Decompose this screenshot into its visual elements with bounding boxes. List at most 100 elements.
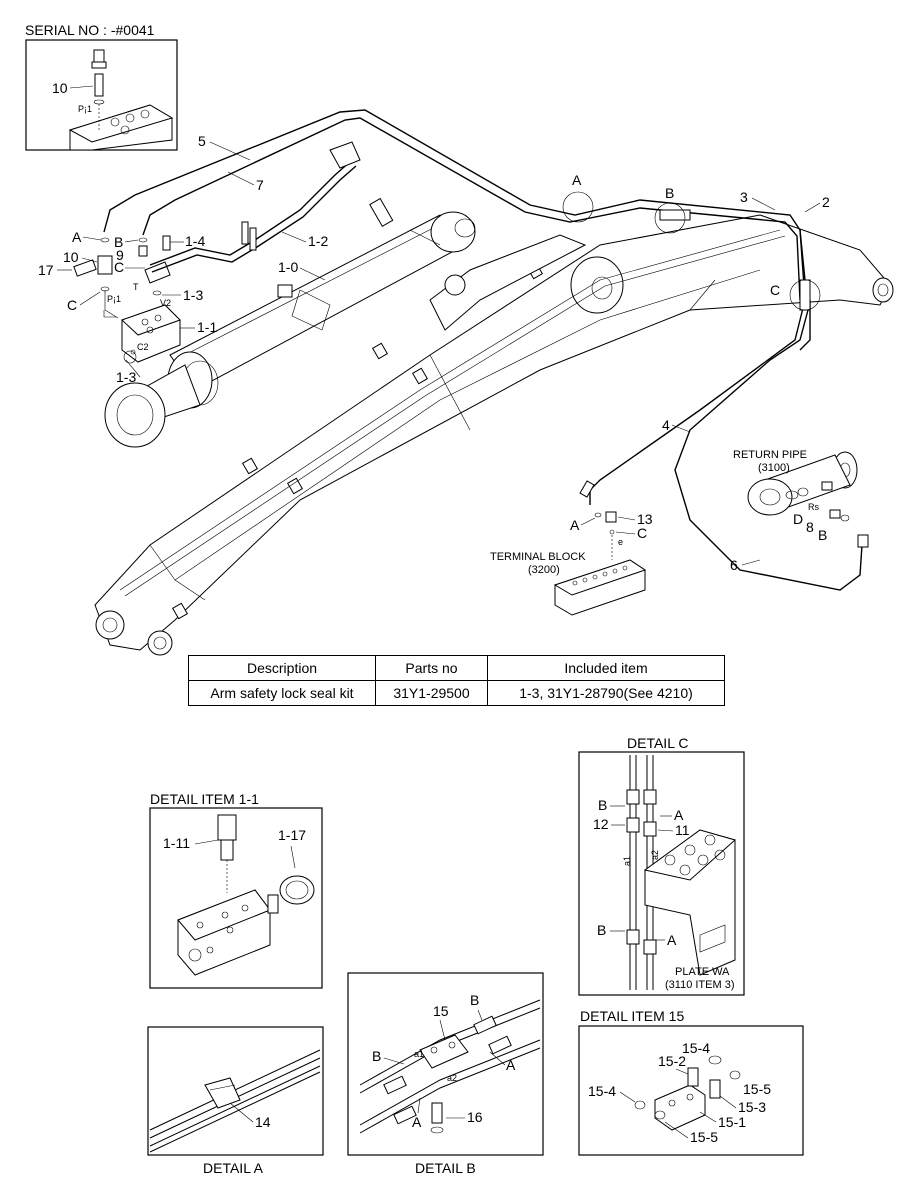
terminal-block-label: TERMINAL BLOCK xyxy=(490,551,586,563)
detail-15-label-15-5b: 15-5 xyxy=(690,1129,718,1145)
detail-c-label-A2: A xyxy=(667,932,677,948)
safety-valve-block xyxy=(73,235,181,364)
terminal-block xyxy=(553,511,647,616)
boom-cylinder xyxy=(104,197,476,448)
detail-b-label-A1: A xyxy=(506,1057,516,1073)
return-pipe-assembly xyxy=(747,451,869,548)
parts-table-header-row: Description Parts no Included item xyxy=(188,655,725,681)
detail-item-15-title: DETAIL ITEM 15 xyxy=(580,1008,684,1024)
detail-15-label-15-3: 15-3 xyxy=(738,1099,766,1115)
callout-circle-B xyxy=(654,202,686,234)
detail-15-label-15-5a: 15-5 xyxy=(743,1081,771,1097)
detail-b-label-15: 15 xyxy=(433,1003,449,1019)
return-pipe-label: RETURN PIPE xyxy=(733,449,807,461)
label-T: T xyxy=(133,282,139,292)
serial-number: SERIAL NO : -#0041 xyxy=(25,22,155,38)
callout-circle-C xyxy=(789,279,821,311)
cell-description: Arm safety lock seal kit xyxy=(188,680,376,706)
detail-c-label-12: 12 xyxy=(593,816,609,832)
parts-table: Description Parts no Included item Arm s… xyxy=(188,655,725,706)
detail-item-1-1-title: DETAIL ITEM 1-1 xyxy=(150,791,259,807)
detail-b: 15 B B a1 a2 A A 16 DETAIL B xyxy=(347,972,544,1176)
detail-c-label-a2: a2 xyxy=(650,850,660,860)
label-C-left2: C xyxy=(67,297,77,313)
detail-c-label-A1: A xyxy=(674,807,684,823)
label-2: 2 xyxy=(822,194,830,210)
table-row: Arm safety lock seal kit 31Y1-29500 1-3,… xyxy=(188,680,725,706)
label-13: 13 xyxy=(637,511,653,527)
label-C-tb: C xyxy=(637,525,647,541)
label-C2: C2 xyxy=(137,342,149,352)
detail-a-label: 14 xyxy=(255,1114,271,1130)
label-P1: P¡1 xyxy=(107,294,121,304)
label-A-tb: A xyxy=(570,517,580,533)
detail-b-label-16: 16 xyxy=(467,1109,483,1125)
label-7: 7 xyxy=(256,177,264,193)
detail-b-label-B2: B xyxy=(372,1048,381,1064)
label-1-3a: 1-3 xyxy=(183,287,203,303)
label-5: 5 xyxy=(198,133,206,149)
col-description: Description xyxy=(188,655,376,681)
label-3: 3 xyxy=(740,189,748,205)
detail-c-label-11: 11 xyxy=(675,822,690,838)
col-included-item: Included item xyxy=(487,655,725,681)
hydraulic-pipes xyxy=(103,109,863,591)
detail-15-label-15-2: 15-2 xyxy=(658,1053,686,1069)
label-circle-C: C xyxy=(770,282,780,298)
detail-a-title: DETAIL A xyxy=(203,1160,264,1176)
detail-b-label-a2: a2 xyxy=(447,1073,457,1083)
label-circle-A: A xyxy=(572,172,582,188)
detail-c-label-B2: B xyxy=(597,922,606,938)
detail-b-label-A2: A xyxy=(412,1114,422,1130)
label-e: e xyxy=(618,537,623,547)
boom-assembly xyxy=(94,214,894,656)
detail-c-title: DETAIL C xyxy=(627,735,688,751)
label-1-4: 1-4 xyxy=(185,233,205,249)
detail-b-label-B1: B xyxy=(470,992,479,1008)
return-pipe-number: (3100) xyxy=(758,462,790,474)
detail-1-1-label-a: 1-11 xyxy=(163,835,190,851)
label-1-3b: 1-3 xyxy=(116,369,136,385)
cell-included-item: 1-3, 31Y1-28790(See 4210) xyxy=(487,680,725,706)
detail-b-title: DETAIL B xyxy=(415,1160,476,1176)
serial-label-p1: P¡1 xyxy=(78,104,92,114)
terminal-block-number: (3200) xyxy=(528,564,560,576)
serial-label-10: 10 xyxy=(52,80,68,96)
detail-item-1-1: DETAIL ITEM 1-1 1-11 1-17 xyxy=(149,791,323,989)
serial-inset-frame xyxy=(25,39,178,151)
detail-c-plate: PLATE WA xyxy=(675,966,730,978)
label-Rs: Rs xyxy=(808,502,819,512)
detail-c-plate-ref: (3110 ITEM 3) xyxy=(665,979,735,991)
label-6: 6 xyxy=(730,557,738,573)
serial-inset: SERIAL NO : -#0041 10 P¡1 xyxy=(25,22,178,151)
label-1-0: 1-0 xyxy=(278,259,298,275)
col-parts-no: Parts no xyxy=(375,655,488,681)
label-B-rp: B xyxy=(818,527,827,543)
detail-b-label-a1: a1 xyxy=(414,1049,424,1059)
detail-c: DETAIL C B A 12 11 a1 a2 B A PLATE WA (3… xyxy=(578,735,745,996)
label-9: 9 xyxy=(116,247,124,263)
label-10: 10 xyxy=(63,249,79,265)
label-C-left: C xyxy=(114,259,124,275)
cell-parts-no: 31Y1-29500 xyxy=(375,680,488,706)
label-17: 17 xyxy=(38,262,54,278)
detail-c-label-B1: B xyxy=(598,797,607,813)
detail-item-15: DETAIL ITEM 15 15-4 15-2 15-4 15-5 15-3 … xyxy=(578,1008,804,1156)
label-D: D xyxy=(793,511,803,527)
label-B-left: B xyxy=(114,234,123,250)
detail-15-label-15-1: 15-1 xyxy=(718,1114,746,1130)
detail-15-label-15-4a: 15-4 xyxy=(682,1040,710,1056)
callout-circle-A xyxy=(562,191,594,223)
main-callouts: 5 7 A B 9 C 1-4 10 17 C T V2 1-3 P¡1 1-1… xyxy=(38,133,830,576)
label-4: 4 xyxy=(662,417,670,433)
label-1-2: 1-2 xyxy=(308,233,328,249)
detail-c-label-a1: a1 xyxy=(622,856,632,866)
label-1-1: 1-1 xyxy=(197,319,217,335)
detail-1-1-label-b: 1-17 xyxy=(278,827,306,843)
detail-a: 14 DETAIL A xyxy=(147,1026,324,1176)
detail-15-label-15-4b: 15-4 xyxy=(588,1083,616,1099)
label-circle-B: B xyxy=(665,185,674,201)
label-8: 8 xyxy=(806,519,814,535)
label-A-left: A xyxy=(72,229,82,245)
